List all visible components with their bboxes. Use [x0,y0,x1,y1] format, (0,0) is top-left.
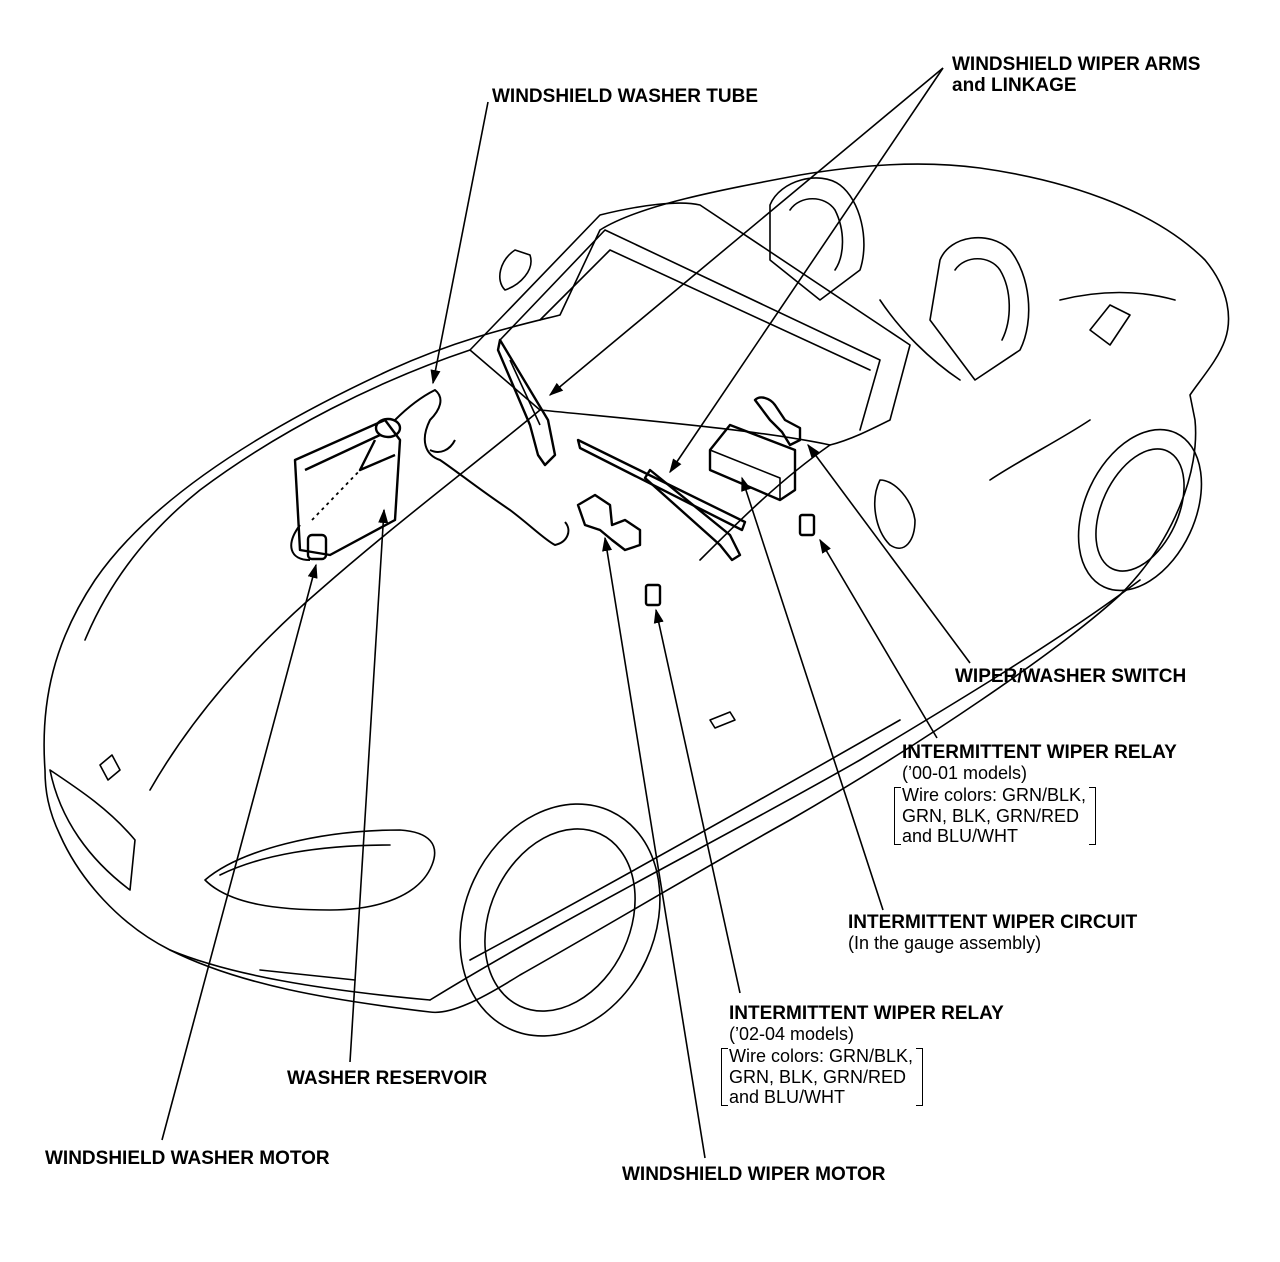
headlight [204,829,436,911]
wiper-arm-right [576,438,747,532]
leader-wiper-switch [807,443,971,664]
wire-line: GRN, BLK, GRN/RED [729,1066,907,1087]
wiper-switch-shape [753,396,802,447]
relay-02-04-wire-colors: Wire colors: GRN/BLK, GRN, BLK, GRN/RED … [721,1046,924,1108]
leader-washer-motor [161,563,318,1141]
wire-line: Wire colors: GRN/BLK, [902,785,1087,806]
leader-washer-reservoir [349,508,389,1063]
bracket-right [916,1048,924,1106]
label-wiper-arms-line2: and LINKAGE [952,75,1077,97]
wire-line: GRN, BLK, GRN/RED [902,805,1080,826]
label-wiper-circuit: INTERMITTENT WIPER CIRCUIT (In the gauge… [848,912,1137,953]
bracket-right [1089,787,1097,845]
rear-wheel [1077,428,1203,592]
relay-00-01-shape [798,513,816,537]
label-wiper-washer-switch: WIPER/WASHER SWITCH [955,666,1186,687]
leader-wiper-motor [602,536,706,1159]
leader-relay-02-04 [653,608,741,994]
leader-washer-tube [430,101,489,385]
wire-line: and BLU/WHT [729,1087,846,1108]
leader-relay-00-01 [819,538,938,739]
car-body-outline [43,163,1230,1014]
side-marker [709,711,736,729]
label-washer-tube: WINDSHIELD WASHER TUBE [492,86,758,107]
leader-wiper-circuit [741,476,884,911]
side-mirror [874,479,916,549]
label-wiper-motor: WINDSHIELD WIPER MOTOR [622,1164,886,1185]
label-washer-reservoir: WASHER RESERVOIR [287,1068,487,1089]
wiper-arm-left [496,338,557,467]
wiper-motor-shape [576,493,642,552]
label-washer-reservoir-text: WASHER RESERVOIR [287,1068,488,1089]
washer-motor-shape [306,533,328,561]
bracket-left [894,787,901,845]
bracket-left [721,1048,728,1106]
label-wiper-motor-text: WINDSHIELD WIPER MOTOR [622,1164,886,1185]
wiper-circuit-note: (In the gauge assembly) [848,933,1042,954]
relay-02-04-models: (’02-04 models) [729,1024,855,1045]
relay-00-01-models: (’00-01 models) [902,763,1028,784]
label-wiper-arms: WINDSHIELD WIPER ARMS and LINKAGE [952,54,1200,97]
label-washer-motor-text: WINDSHIELD WASHER MOTOR [45,1148,330,1169]
seat-left [769,177,865,301]
wire-line: Wire colors: GRN/BLK, [729,1046,914,1067]
relay-02-04-title: INTERMITTENT WIPER RELAY [729,1003,1004,1024]
label-washer-tube-text: WINDSHIELD WASHER TUBE [492,86,758,107]
washer-tube-shape [290,389,570,561]
label-washer-motor: WINDSHIELD WASHER MOTOR [45,1148,330,1169]
label-wiper-arms-line1: WINDSHIELD WIPER ARMS [952,54,1201,75]
wire-line: and BLU/WHT [902,826,1019,847]
windshield-frame [469,202,911,446]
label-wiper-washer-switch-text: WIPER/WASHER SWITCH [955,666,1187,687]
relay-00-01-title: INTERMITTENT WIPER RELAY [902,742,1177,763]
front-wheel [459,803,661,1037]
label-relay-02-04: INTERMITTENT WIPER RELAY (’02-04 models)… [721,1003,1004,1107]
leader-wiper-arms-left [548,67,944,396]
leader-wiper-arms-right [669,67,944,474]
wiper-circuit-title: INTERMITTENT WIPER CIRCUIT [848,912,1138,933]
relay-00-01-wire-colors: Wire colors: GRN/BLK, GRN, BLK, GRN/RED … [894,785,1097,847]
seat-right [929,236,1030,381]
label-relay-00-01: INTERMITTENT WIPER RELAY (’00-01 models)… [894,742,1177,846]
relay-02-04-shape [644,583,662,607]
